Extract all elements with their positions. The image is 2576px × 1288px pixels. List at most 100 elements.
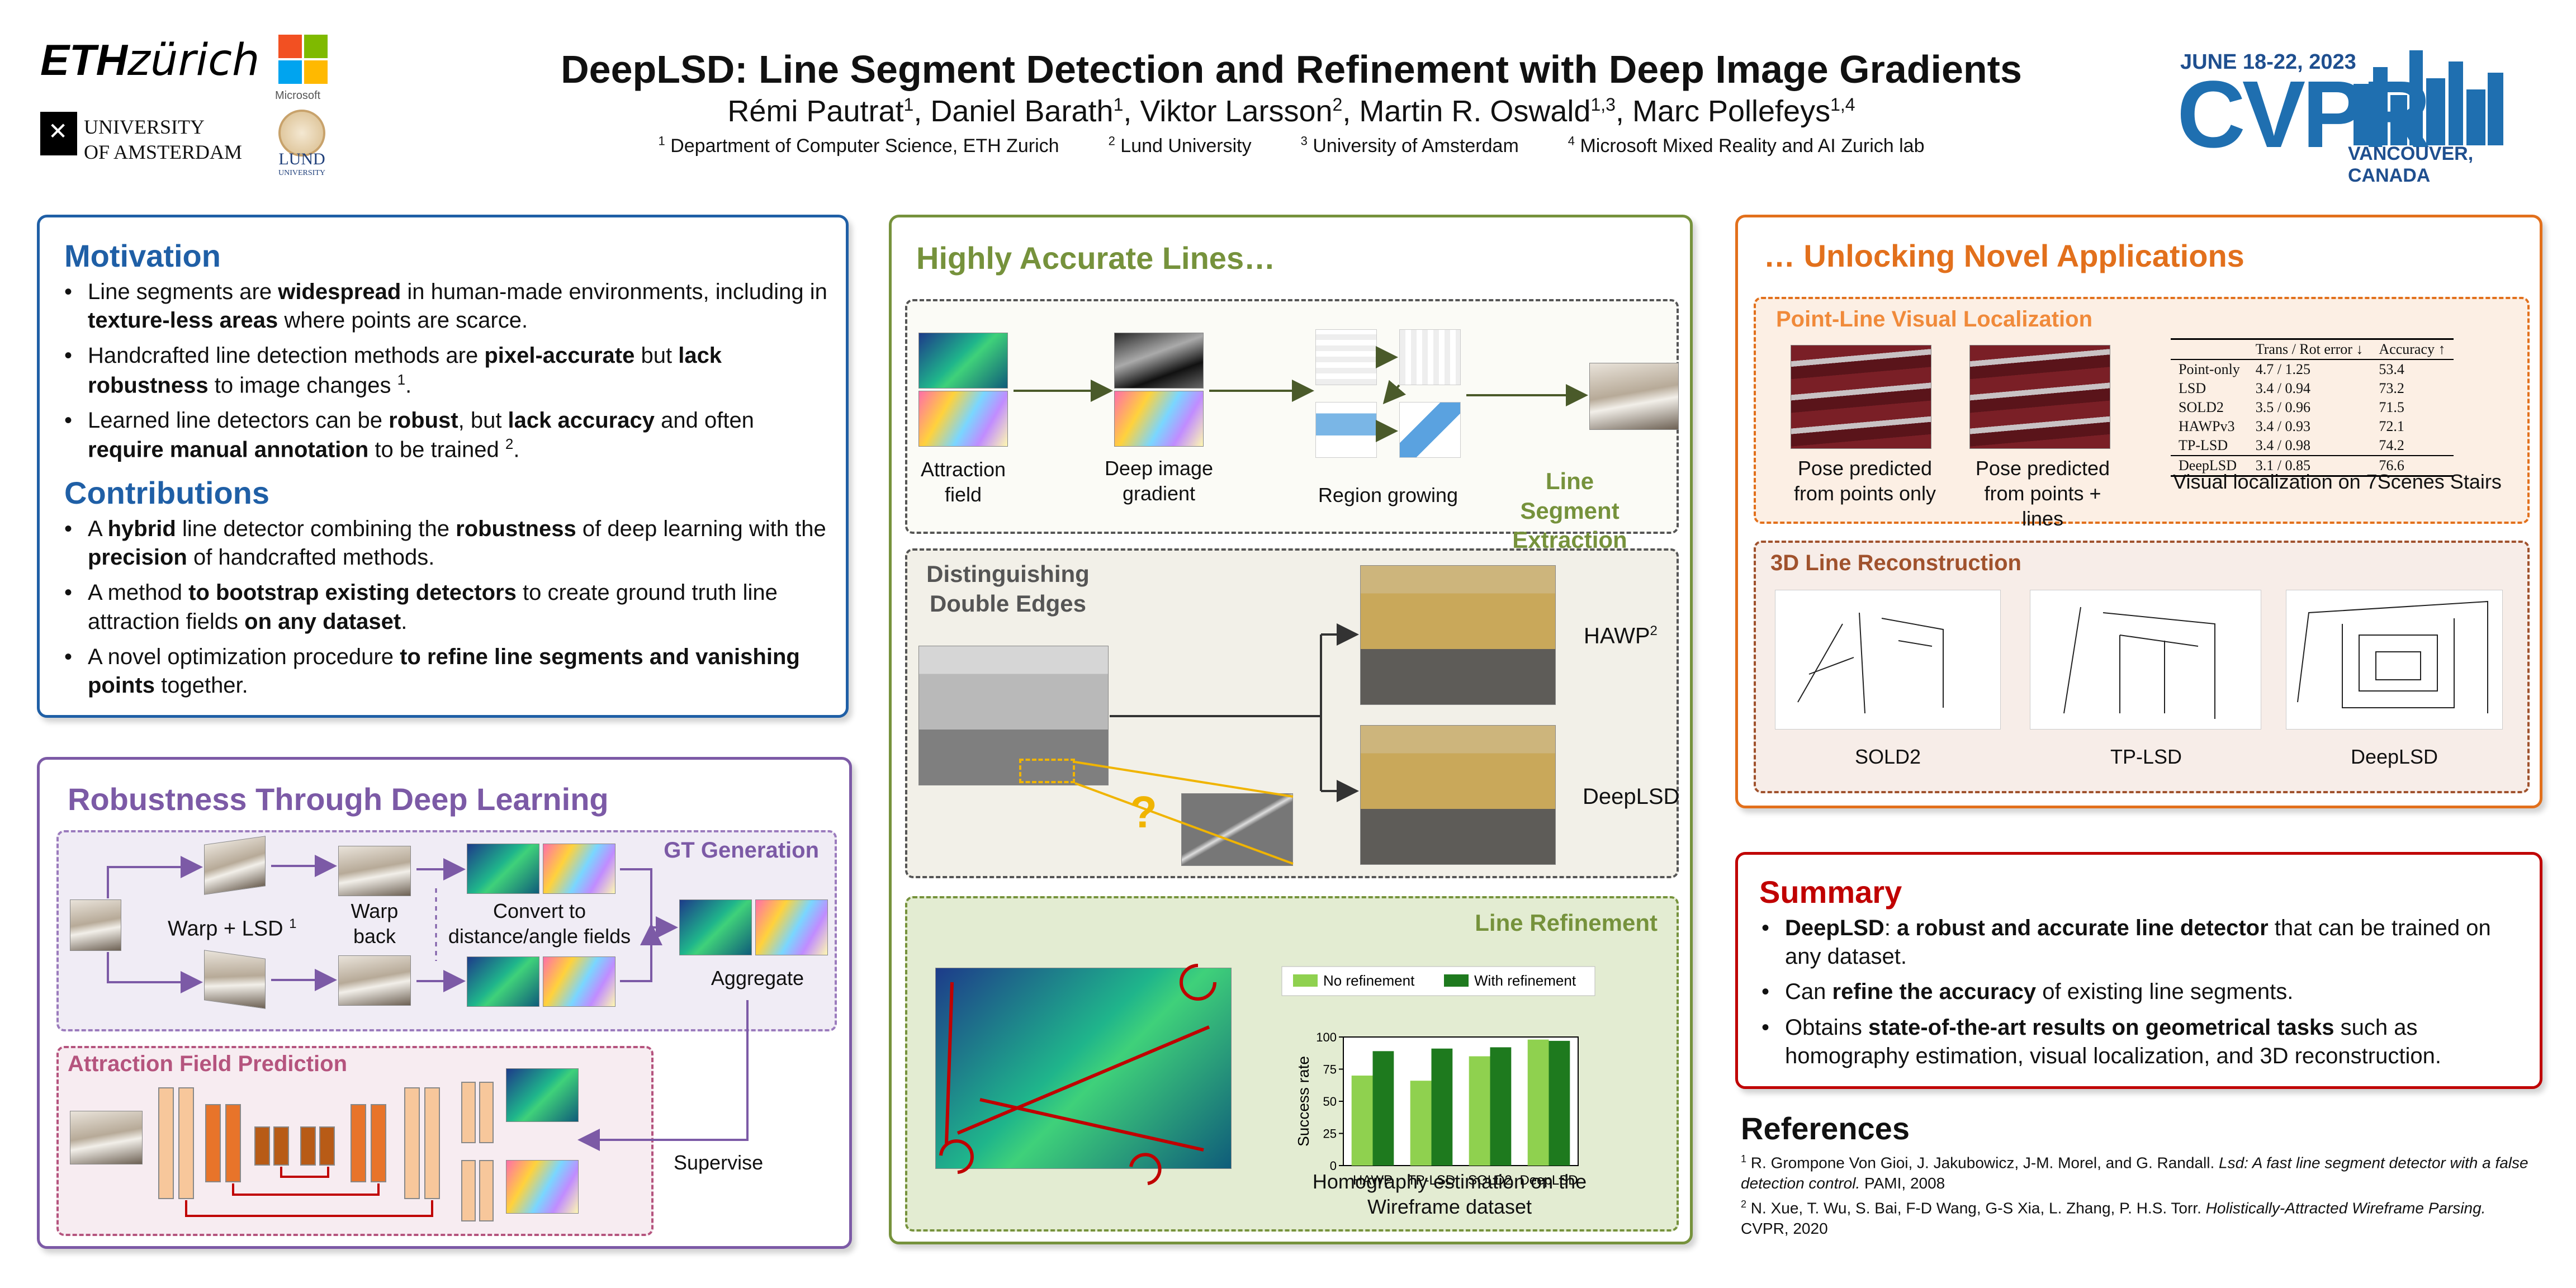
distance-field-bottom (467, 956, 539, 1007)
x-tick-label: TP-LSD (1408, 1173, 1455, 1188)
applications-title: … Unlocking Novel Applications (1764, 238, 2244, 273)
deep-gradient-label: Deep image gradient (1104, 457, 1214, 505)
predicted-distance-field (506, 1068, 579, 1122)
lund-seal-icon (278, 110, 325, 157)
sold2-reconstruction (1775, 590, 2001, 730)
reference-item: 2 N. Xue, T. Wu, S. Bai, F-D Wang, G-S X… (1741, 1199, 2486, 1237)
uva-logo: ✕ (40, 112, 77, 155)
table-cell: 76.6 (2379, 457, 2404, 473)
summary-item: Obtains state-of-the-art results on geom… (1757, 1014, 2528, 1071)
table-cell: 73.2 (2379, 380, 2404, 396)
table-cell: TP-LSD (2179, 437, 2228, 453)
author-name: Martin R. Oswald1,3 (1359, 94, 1616, 128)
author-line: Rémi Pautrat1, Daniel Barath1, Viktor La… (727, 94, 1855, 128)
warp-back-top (338, 846, 411, 896)
table-row: HAWPv3 3.4 / 0.93 72.1 (2171, 417, 2454, 436)
bar-hawp-refined (1372, 1051, 1394, 1166)
microsoft-label: Microsoft (275, 89, 321, 102)
attraction-field-label: Attraction field (920, 458, 1006, 506)
gt-generation-box: GT Generation Warp + LSD 1 Warp back Con… (56, 830, 837, 1031)
affiliation: 1 Department of Computer Science, ETH Zu… (658, 134, 1059, 157)
motivation-item: Learned line detectors can be robust, bu… (60, 406, 831, 465)
table-cell: 3.4 / 0.93 (2255, 418, 2311, 434)
references-title: References (1741, 1111, 1910, 1146)
accurate-lines-panel: Highly Accurate Lines… Attraction field … (889, 215, 1693, 1244)
localization-table: Trans / Rot error ↓Accuracy ↑ Point-only… (2171, 338, 2454, 477)
region-grid-1 (1315, 329, 1377, 385)
region-grid-2 (1399, 329, 1461, 385)
warp-back-bottom (338, 955, 411, 1006)
skyline-icon (2354, 50, 2503, 145)
unet-diagram (59, 1048, 656, 1238)
table-cell: 3.1 / 0.85 (2255, 457, 2311, 473)
refinement-arrows (939, 964, 1216, 1185)
robustness-panel: Robustness Through Deep Learning GT Gene… (37, 757, 852, 1249)
references-list: 1 R. Grompone Von Gioi, J. Jakubowicz, J… (1741, 1153, 2535, 1243)
author-name: Rémi Pautrat1 (727, 94, 914, 128)
gradient-magnitude-image (1114, 333, 1204, 389)
pose-points-image (1791, 345, 1931, 449)
bar-deeplsd-unrefined (1527, 1039, 1549, 1166)
table-cell: LSD (2179, 380, 2206, 396)
supervise-arrow (577, 1000, 749, 1151)
motivation-title: Motivation (64, 238, 221, 273)
summary-list: DeepLSD: a robust and accurate line dete… (1757, 914, 2528, 1077)
aggregate-label: Aggregate (711, 967, 804, 989)
table-header: Trans / Rot error ↓ (2255, 341, 2364, 357)
motivation-item: Handcrafted line detection methods are p… (60, 342, 831, 400)
extraction-box: Attraction field Deep image gradient Reg… (905, 299, 1679, 553)
summary-item: Can refine the accuracy of existing line… (1757, 978, 2528, 1006)
pose-lines-label: Pose predicted from points + lines (1975, 457, 2110, 530)
extraction-arrows (1014, 346, 1588, 442)
table-header (2171, 339, 2248, 360)
affiliation: 3 University of Amsterdam (1300, 134, 1519, 157)
y-tick-label: 100 (1316, 1030, 1337, 1044)
refinement-field-image (935, 968, 1232, 1169)
contribution-item: A method to bootstrap existing detectors… (60, 579, 831, 636)
angle-field-top (543, 844, 615, 894)
localization-title: Point-Line Visual Localization (1776, 307, 2092, 332)
chart-legend (1281, 966, 1595, 996)
bar-hawp-unrefined (1351, 1076, 1373, 1166)
convert-label: Convert to distance/angle fields (448, 899, 631, 948)
pose-points-label: Pose predicted from points only (1793, 457, 1936, 505)
accurate-title: Highly Accurate Lines… (916, 240, 1276, 276)
author-name: Viktor Larsson2 (1140, 94, 1343, 128)
gt-arrows (107, 855, 678, 993)
hawp-label: HAWP2 (1584, 623, 1658, 648)
table-cell: 3.4 / 0.98 (2255, 437, 2311, 453)
y-tick-label: 50 (1323, 1095, 1337, 1109)
double-edges-box: Distinguishing Double Edges ? HAWP2 Deep… (905, 548, 1679, 878)
table-cell: DeepLSD (2179, 457, 2237, 473)
contribution-item: A novel optimization procedure to refine… (60, 643, 831, 700)
deeplsd-label: DeepLSD (1583, 784, 1680, 809)
table-cell: HAWPv3 (2179, 418, 2235, 434)
table-cell: 72.1 (2379, 418, 2404, 434)
x-tick-label: SOLD2 (1468, 1173, 1512, 1188)
supervise-label: Supervise (674, 1151, 764, 1174)
table-cell: 3.4 / 0.94 (2255, 380, 2311, 396)
afp-box: Attraction Field Prediction (56, 1046, 654, 1236)
summary-title: Summary (1759, 874, 1902, 910)
contributions-title: Contributions (64, 475, 270, 510)
y-tick-label: 0 (1330, 1159, 1337, 1173)
region-growing-label: Region growing (1318, 484, 1459, 506)
applications-panel: … Unlocking Novel Applications Point-Lin… (1735, 215, 2542, 808)
poster-title: DeepLSD: Line Segment Detection and Refi… (561, 48, 2022, 91)
pose-lines-image (1969, 345, 2110, 449)
author-name: Marc Pollefeys1,4 (1632, 94, 1855, 128)
gt-generation-title: GT Generation (664, 838, 819, 863)
table-cell: 74.2 (2379, 437, 2404, 453)
aggregated-distance-field (679, 899, 752, 955)
author-name: Daniel Barath1 (930, 94, 1124, 128)
recon-label-deeplsd: DeepLSD (2350, 745, 2438, 768)
double-edges-arrows (1074, 623, 1359, 865)
table-cell: SOLD2 (2179, 399, 2224, 415)
warp-lsd-label: Warp + LSD 1 (168, 916, 297, 941)
region-grid-4 (1399, 402, 1461, 458)
